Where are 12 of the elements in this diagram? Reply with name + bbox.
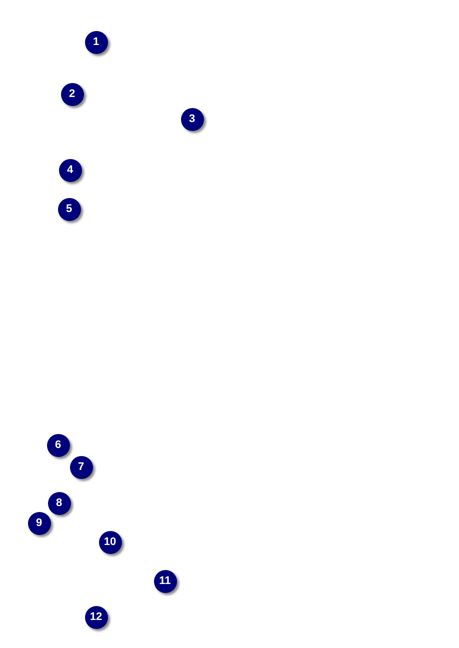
callout-number: 7 (70, 456, 92, 478)
callout-number: 8 (48, 492, 70, 514)
callout-number: 9 (28, 512, 50, 534)
callout-number: 12 (84, 606, 108, 628)
callout-number: 11 (154, 570, 176, 592)
callout-number: 1 (84, 30, 108, 54)
callout-number: 5 (58, 198, 80, 220)
callout-number: 2 (60, 82, 84, 106)
callout-number: 3 (180, 108, 204, 130)
callout-number: 10 (98, 530, 122, 554)
callout-number: 4 (58, 158, 82, 182)
callout-number: 6 (46, 434, 70, 456)
